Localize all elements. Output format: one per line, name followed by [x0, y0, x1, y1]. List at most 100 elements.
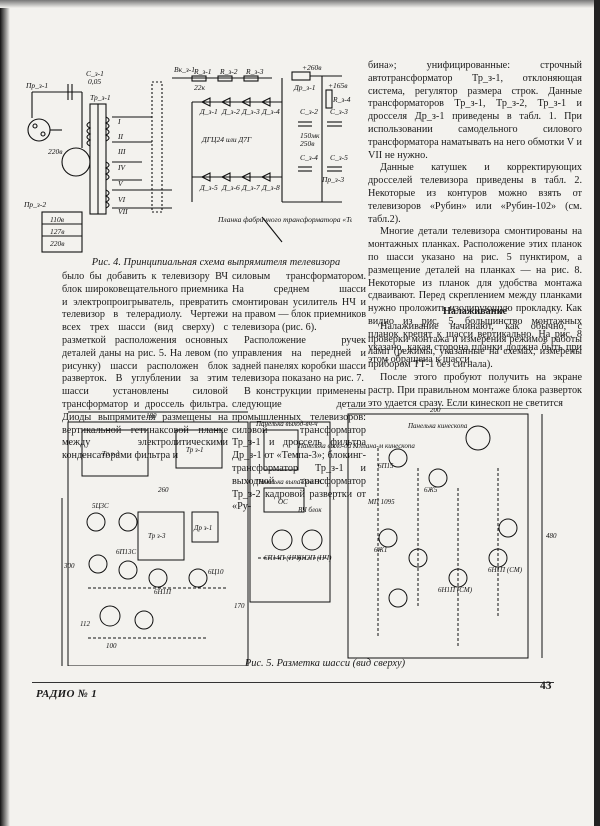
transformer-tr-zd	[81, 429, 149, 477]
tube-socket	[99, 605, 121, 627]
plug-icon	[27, 118, 51, 142]
tube-socket	[88, 554, 108, 574]
capacitor-c4-label: С_з-4	[300, 153, 318, 162]
paragraph: Расположение ручек управления на передне…	[232, 334, 366, 385]
diode-type-label: ДГЦ24 или Д7Г	[201, 135, 252, 144]
label-panel-3: Панелька выпа-дов ОС	[255, 478, 325, 486]
fuse-pr2-label: Пр_з-2	[23, 200, 46, 209]
label-tube-6n1p-a: 6Н1П (СМ)	[438, 586, 473, 594]
figure-5-chassis-layout: 180 200 260 300 170 480 100 112 Тр з-д Т…	[58, 406, 568, 667]
dimension-260: 260	[158, 486, 169, 494]
label-tube-6n1p-b: 6Н1П (СМ)	[488, 566, 523, 574]
winding-ii: II	[117, 132, 123, 141]
label-tr-z1: Тр з-1	[186, 446, 204, 454]
tube-socket	[271, 529, 293, 551]
winding-iii: III	[117, 147, 126, 156]
label-os: ОС	[278, 498, 288, 506]
paragraph: Многие детали телевизора смонтированы на…	[368, 226, 582, 366]
dimension-480: 480	[546, 532, 557, 540]
paragraph: бина»; унифицированные: строчный автотра…	[368, 60, 582, 161]
diode-d8-label: Д_з-8	[261, 183, 280, 192]
chassis-left	[67, 421, 249, 667]
page-number: 43	[540, 680, 552, 692]
label-tube-2: 6Н2П (НЧ)	[298, 554, 332, 562]
tube-socket	[388, 448, 408, 468]
winding-iv: IV	[117, 163, 126, 172]
tube-socket	[134, 610, 154, 630]
dimension-100: 100	[106, 642, 117, 650]
diode-d3-label: Д_з-3	[241, 107, 260, 116]
label-panel-1: Панелька выход-вч-ч	[255, 420, 318, 428]
diode-d1-label: Д_з-1	[199, 107, 218, 116]
dimension-170: 170	[234, 602, 245, 610]
capacitor-c1-label: С_з-1	[86, 69, 104, 78]
voltage-220-label: 220в	[48, 147, 63, 156]
resistor-r1-label: R_з-1	[193, 67, 212, 76]
figure-4-caption: Рис. 4. Принципиальная схема выпрямителя…	[91, 257, 341, 268]
diode-d4-label: Д_з-4	[261, 107, 280, 116]
choke-label: Др_з-1	[293, 83, 315, 92]
resistor-value: 22к	[194, 83, 206, 92]
chassis-layout-svg: 180 200 260 300 170 480 100 112 Тр з-д Т…	[61, 406, 557, 667]
resistor-r3-label: R_з-3	[245, 67, 264, 76]
winding-vii: VII	[118, 207, 128, 216]
section-heading: Налаживание	[442, 306, 508, 317]
paragraph: Налаживание начинают, как обычно, с пров…	[368, 320, 582, 371]
winding-i: I	[117, 117, 121, 126]
right-column-top: бина»; унифицированные: строчный автотра…	[368, 60, 582, 367]
paragraph: Данные катушек и корректирующих дросселе…	[368, 162, 582, 225]
panel-vhf	[263, 429, 299, 471]
voltage-165-label: +165в	[328, 81, 348, 90]
scan-shadow-top	[0, 0, 600, 8]
transformer-tr-z1	[175, 429, 223, 469]
label-tr-z3: Тр з-3	[148, 532, 166, 540]
switch-vk-label: Вк_з-1	[174, 65, 195, 74]
chassis-middle	[249, 421, 331, 603]
tube-socket	[118, 560, 138, 580]
label-tube-6zh5: 6Ж5	[424, 486, 438, 494]
capacitor-value: 150мк	[300, 131, 320, 140]
label-tube-5c3s: 5Ц3С	[92, 502, 109, 510]
winding-v: V	[118, 179, 124, 188]
tube-socket	[388, 588, 408, 608]
fuse-pr1-label: Пр_з-1	[25, 81, 48, 90]
label-tube-6c10: 6Ц10	[208, 568, 224, 576]
right-column-lower: Налаживание Налаживание начинают, как об…	[368, 304, 582, 410]
resistor-r4-label: R_з-4	[332, 95, 351, 104]
plank-label: Планка фабричного трансформатора «Темп 3…	[217, 215, 352, 224]
paragraph: После этого пробуют получить на экране р…	[368, 371, 582, 409]
diode-bridge-top	[192, 97, 282, 107]
transformer-tr-z3	[137, 511, 185, 561]
tube-socket	[301, 529, 323, 551]
dimension-200: 200	[430, 408, 441, 414]
tube-socket	[188, 568, 208, 588]
winding-vi: VI	[118, 195, 126, 204]
capacitor-c3-label: С_з-3	[330, 107, 348, 116]
tube-socket	[378, 528, 398, 548]
diode-d2-label: Д_з-2	[221, 107, 240, 116]
scan-shadow-left	[0, 0, 10, 826]
rectifier-schematic-svg: Пр_з-1 С_з-1 0,05 Тр_з-1 220в I II III I…	[23, 63, 371, 253]
figure-5-caption: Рис. 5. Разметка шасси (вид сверху)	[244, 658, 406, 669]
tube-socket	[118, 512, 138, 532]
tap-220-label: 220в	[50, 239, 65, 248]
tube-socket	[498, 518, 518, 538]
chassis-right	[347, 413, 529, 659]
voltage-selector-icon	[61, 147, 91, 177]
label-crt-panel: Панелька кинескопа	[407, 422, 468, 430]
tube-socket	[428, 468, 448, 488]
capacitor-c5-label: С_з-5	[330, 153, 348, 162]
fuse-pr3-label: Пр_з-3	[321, 175, 344, 184]
resistor-r2-label: R_з-2	[219, 67, 238, 76]
tap-110-label: 110в	[50, 215, 65, 224]
tap-127-label: 127в	[50, 227, 65, 236]
paragraph: силовым трансформатором. На среднем шасс…	[232, 271, 366, 334]
diode-d7-label: Д_з-7	[241, 183, 260, 192]
diode-d5-label: Д_з-5	[199, 183, 218, 192]
label-panel-2: Панелька выхо-да К плана-м кинескопа	[297, 442, 415, 450]
label-tube-6zh1: 6Ж1	[374, 546, 387, 554]
label-tr-zd: Тр з-д	[102, 450, 120, 458]
label-tube-6p15: 6П15	[378, 462, 394, 470]
label-choke: Др з-1	[193, 524, 212, 532]
